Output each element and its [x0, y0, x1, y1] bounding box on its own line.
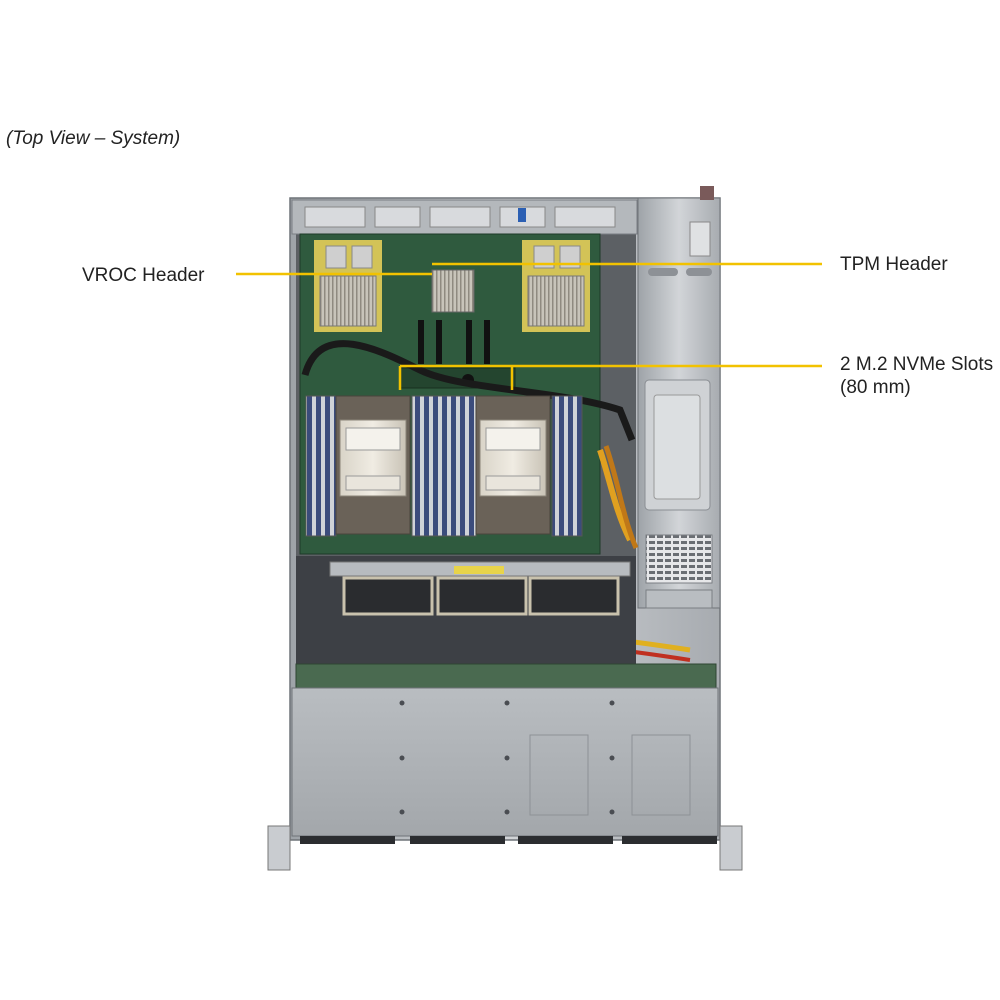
- tpm-header-label: TPM Header: [840, 254, 948, 275]
- rear-io-panel: [291, 199, 638, 235]
- vroc-header-label: VROC Header: [82, 265, 205, 286]
- drive-backplane: [295, 663, 717, 689]
- m2-label-line1: 2 M.2 NVMe Slots: [840, 354, 994, 375]
- front-drive-cage: [267, 687, 743, 871]
- memory-modules: [305, 395, 583, 537]
- view-caption: (Top View – System): [6, 128, 181, 149]
- cpu-heatsink-1: [335, 395, 411, 535]
- fan-tray: [296, 556, 636, 666]
- power-supply-bay: [637, 186, 721, 609]
- m2-label-line2: (80 mm): [840, 377, 911, 398]
- cpu-heatsink-2: [475, 395, 551, 535]
- m2-nvme-slots-label: 2 M.2 NVMe Slots (80 mm): [840, 353, 993, 399]
- callout-leader-lines: [236, 262, 822, 390]
